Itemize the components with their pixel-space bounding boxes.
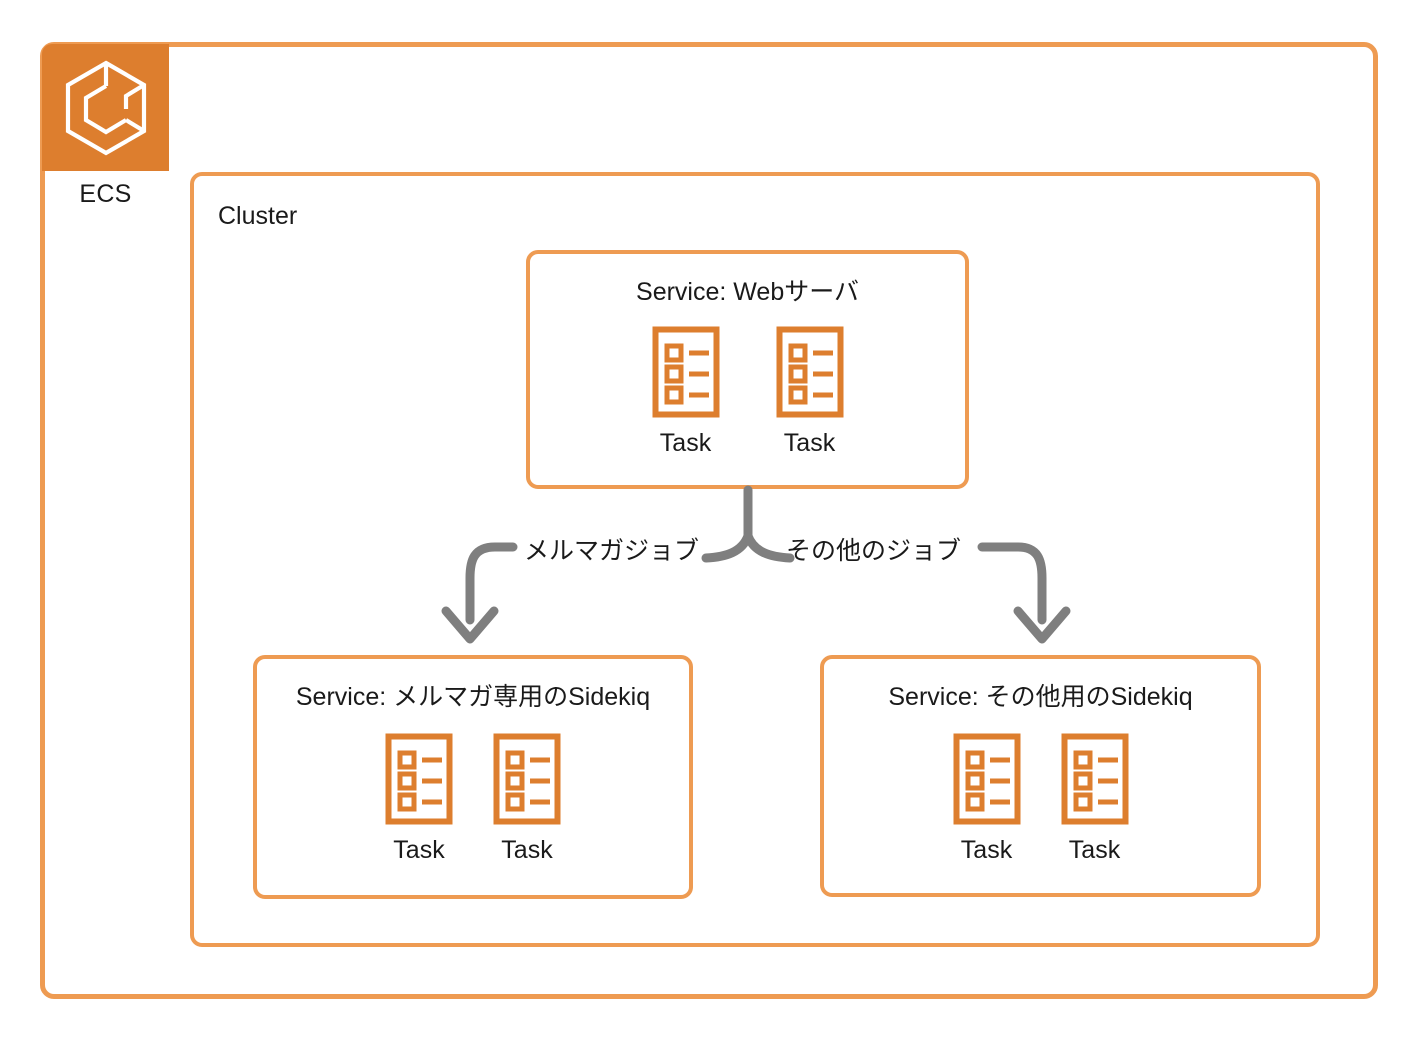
ecs-label: ECS <box>79 180 132 208</box>
task-item: Task <box>953 733 1021 865</box>
service-title-mailmag-sidekiq: Service: メルマガ専用のSidekiq <box>295 683 651 711</box>
task-list-mailmag-sidekiq: Task Task <box>257 733 689 865</box>
service-box-web: Service: Webサーバ Task <box>526 250 969 489</box>
task-list-web: Task Task <box>530 326 965 458</box>
task-list-icon <box>493 733 561 830</box>
cluster-label: Cluster <box>218 202 298 230</box>
task-item: Task <box>385 733 453 865</box>
connector-label-other: その他のジョブ <box>786 537 962 565</box>
cluster-boundary-box <box>190 172 1320 947</box>
task-list-icon <box>776 326 844 423</box>
task-label: Task <box>501 836 553 864</box>
task-label: Task <box>960 836 1013 864</box>
task-label: Task <box>393 836 445 864</box>
connector-label-mailmag: メルマガジョブ <box>524 537 700 565</box>
task-list-icon <box>1061 733 1129 830</box>
service-title-web: Service: Webサーバ <box>636 278 859 306</box>
task-list-icon <box>953 733 1021 830</box>
task-item: Task <box>776 326 844 458</box>
task-item: Task <box>652 326 720 458</box>
ecs-boundary-box <box>40 42 1378 999</box>
aws-ecs-icon <box>62 60 150 156</box>
service-title-other-sidekiq: Service: その他用のSidekiq <box>888 683 1193 711</box>
task-item: Task <box>1061 733 1129 865</box>
service-box-other-sidekiq: Service: その他用のSidekiq Task <box>820 655 1261 897</box>
task-label: Task <box>1068 836 1121 864</box>
task-list-icon <box>385 733 453 830</box>
task-item: Task <box>493 733 561 865</box>
task-list-icon <box>652 326 720 423</box>
service-box-mailmag-sidekiq: Service: メルマガ専用のSidekiq Task <box>253 655 693 899</box>
ecs-service-icon-tile <box>42 44 169 171</box>
task-label: Task <box>783 429 836 457</box>
task-list-other-sidekiq: Task Task <box>824 733 1257 865</box>
task-label: Task <box>659 429 712 457</box>
